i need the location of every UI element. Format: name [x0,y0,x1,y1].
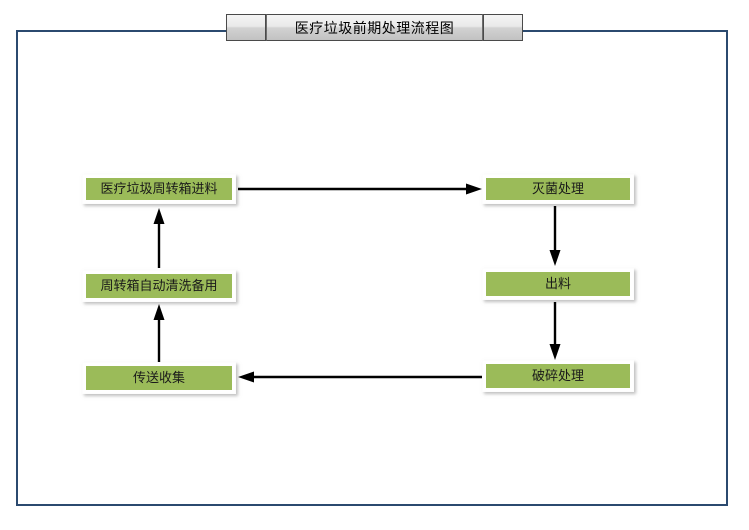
flow-node-crushing-fill: 破碎处理 [486,364,630,388]
arrow-up-washing-to-feed [152,208,166,268]
title-tab-right[interactable] [483,14,523,41]
page-title: 医疗垃圾前期处理流程图 [294,20,455,37]
arrow-down-discharge-to-crushing [548,302,562,360]
flow-node-feed-label: 医疗垃圾周转箱进料 [100,181,218,197]
arrow-right-feed-to-sterilization [238,182,482,196]
flow-node-turnover-box-washing-fill: 周转箱自动清洗备用 [86,274,232,298]
flow-node-turnover-box-washing[interactable]: 周转箱自动清洗备用 [82,270,236,302]
flow-node-discharge-fill: 出料 [486,272,630,296]
flow-node-sterilization-label: 灭菌处理 [531,181,584,197]
flow-node-discharge-label: 出料 [544,276,571,292]
flow-node-conveying-collection-fill: 传送收集 [86,366,232,390]
arrow-down-sterilization-to-discharge [548,206,562,266]
title-bar: 医疗垃圾前期处理流程图 [226,14,523,41]
flow-node-crushing[interactable]: 破碎处理 [482,360,634,392]
arrow-left-crushing-to-conveying-collection [238,370,482,384]
flow-node-conveying-collection[interactable]: 传送收集 [82,362,236,394]
flow-node-turnover-box-washing-label: 周转箱自动清洗备用 [100,278,218,294]
flow-node-sterilization[interactable]: 灭菌处理 [482,174,634,204]
flow-node-conveying-collection-label: 传送收集 [132,370,185,386]
arrow-up-conveying-collection-to-washing [152,304,166,362]
flow-node-sterilization-fill: 灭菌处理 [486,178,630,200]
flow-node-discharge[interactable]: 出料 [482,268,634,300]
flow-node-feed[interactable]: 医疗垃圾周转箱进料 [82,174,236,204]
flow-node-crushing-label: 破碎处理 [531,368,584,384]
flow-node-feed-fill: 医疗垃圾周转箱进料 [86,178,232,200]
title-tab-center[interactable]: 医疗垃圾前期处理流程图 [266,14,483,41]
title-tab-left[interactable] [226,14,266,41]
